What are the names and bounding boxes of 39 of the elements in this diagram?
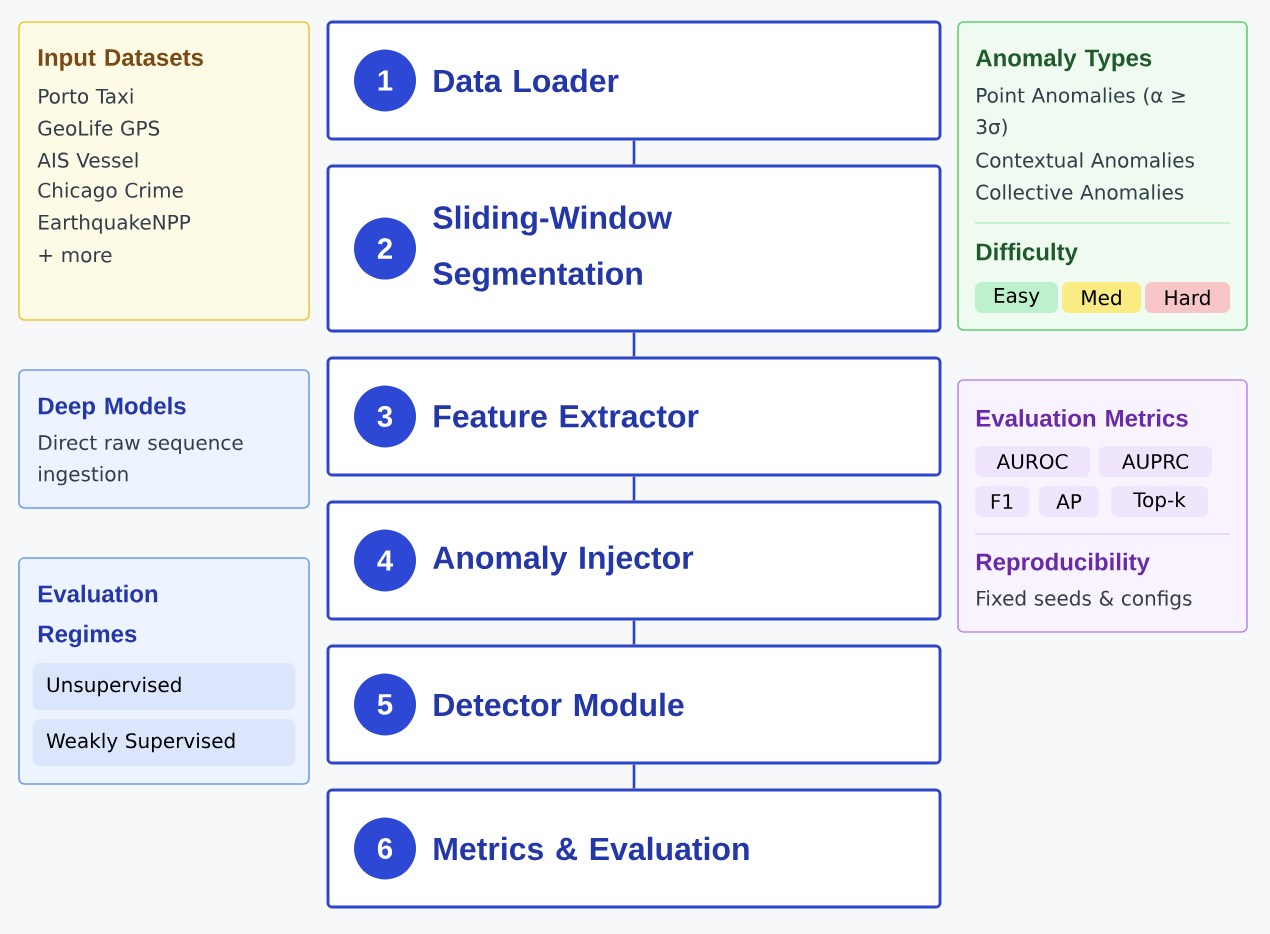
list-item: AIS Vessel — [37, 152, 138, 168]
panel-heading: Anomaly Types — [975, 48, 1152, 72]
tag-chip: Unsupervised — [32, 663, 296, 710]
list-item: Contextual Anomalies — [976, 152, 1194, 168]
list-item: Point Anomalies (α ≥ 3σ) — [976, 87, 1185, 137]
stage-title: Anomaly Injector — [433, 545, 694, 576]
connector-line — [632, 476, 636, 501]
list-item: GeoLife GPS — [38, 120, 160, 136]
tag-chip: Hard — [1145, 282, 1230, 313]
list-item: Direct raw sequence ingestion — [39, 434, 243, 486]
panel-heading: Evaluation Regimes — [38, 584, 158, 648]
list-item: + more — [39, 249, 112, 263]
panel-heading: Deep Models — [38, 396, 186, 420]
tag-chip: Med — [1062, 282, 1141, 313]
panel-heading: Difficulty — [976, 242, 1078, 266]
panel-heading: Evaluation Metrics — [976, 409, 1188, 427]
tag-chip: AP — [1039, 486, 1099, 517]
tag-chip: AUPRC — [1099, 446, 1212, 477]
tag-chip: F1 — [975, 486, 1029, 517]
panel-heading: Reproducibility — [976, 552, 1150, 576]
list-item: EarthquakeNPP — [39, 214, 191, 234]
tag-chip: Top-k — [1111, 486, 1208, 517]
list-item: Porto Taxi — [39, 88, 133, 104]
list-item: Fixed seeds & configs — [977, 590, 1192, 610]
connector-line — [632, 140, 636, 165]
panel-heading: Input Datasets — [38, 49, 203, 71]
connector-line — [632, 764, 636, 789]
stage-title: Data Loader — [434, 68, 619, 93]
stage-title: Feature Extractor — [434, 405, 699, 428]
connector-line — [632, 332, 636, 357]
list-item: Chicago Crime — [38, 182, 183, 202]
list-item: Collective Anomalies — [976, 184, 1184, 200]
tag-chip: Easy — [975, 282, 1058, 313]
stage-title: Metrics & Evaluation — [434, 836, 749, 861]
connector-line — [632, 620, 636, 645]
tag-chip: AUROC — [975, 446, 1090, 477]
stage-title: Detector Module — [434, 692, 684, 717]
tag-chip: Weakly Supervised — [32, 719, 296, 766]
stage-title: Sliding-Window Segmentation — [433, 205, 673, 292]
